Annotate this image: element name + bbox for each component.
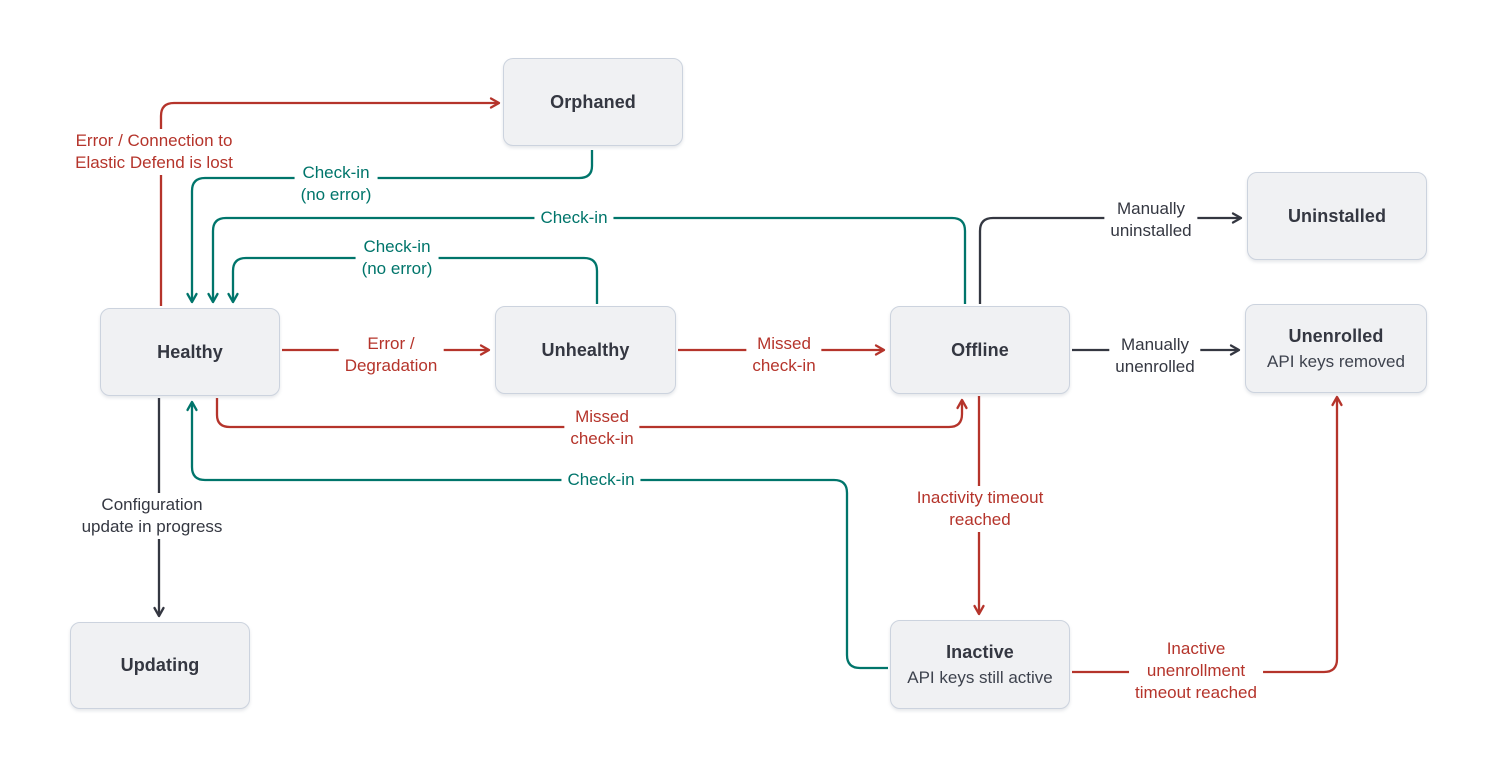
node-inactive: Inactive API keys still active <box>890 620 1070 709</box>
node-healthy-label: Healthy <box>157 341 223 362</box>
edge-label-healthy-to-updating: Configuration update in progress <box>75 493 229 539</box>
edge-label-unhealthy-to-healthy: Check-in (no error) <box>355 235 439 281</box>
edge-offline-to-uninstalled <box>978 212 1243 304</box>
edge-label-offline-to-inactive: Inactivity timeout reached <box>910 486 1050 532</box>
edge-label-inactive-to-healthy: Check-in <box>561 468 641 492</box>
node-offline-label: Offline <box>951 339 1009 360</box>
edge-label-orphaned-to-healthy: Check-in (no error) <box>294 161 378 207</box>
edge-label-healthy-to-orphaned: Error / Connection to Elastic Defend is … <box>69 129 239 175</box>
edge-label-healthy-to-unhealthy: Error / Degradation <box>338 332 444 378</box>
edge-label-offline-to-unenrolled: Manually unenrolled <box>1109 333 1201 379</box>
edge-label-inactive-to-unenrolled: Inactive unenrollment timeout reached <box>1129 637 1263 705</box>
edge-inactive-to-unenrolled <box>1072 395 1343 674</box>
edge-label-offline-to-uninstalled: Manually uninstalled <box>1104 197 1198 243</box>
edge-offline-to-healthy <box>207 216 967 304</box>
node-unenrolled-sublabel: API keys removed <box>1267 351 1405 371</box>
edge-label-offline-to-healthy: Check-in <box>534 206 614 230</box>
node-orphaned: Orphaned <box>503 58 683 146</box>
node-uninstalled: Uninstalled <box>1247 172 1427 260</box>
node-updating: Updating <box>70 622 250 709</box>
edge-healthy-to-orphaned <box>159 97 501 306</box>
node-inactive-label: Inactive <box>946 641 1014 662</box>
node-inactive-sublabel: API keys still active <box>907 667 1053 687</box>
edge-orphaned-to-healthy <box>186 150 594 304</box>
edge-label-unhealthy-to-offline: Missed check-in <box>746 332 822 378</box>
node-orphaned-label: Orphaned <box>550 91 636 112</box>
edge-inactive-to-healthy <box>186 400 888 670</box>
node-healthy: Healthy <box>100 308 280 396</box>
node-unhealthy: Unhealthy <box>495 306 676 394</box>
edge-label-healthy-to-offline: Missed check-in <box>564 405 640 451</box>
node-unenrolled: Unenrolled API keys removed <box>1245 304 1427 393</box>
node-unhealthy-label: Unhealthy <box>541 339 630 360</box>
node-uninstalled-label: Uninstalled <box>1287 205 1387 226</box>
node-updating-label: Updating <box>120 655 200 675</box>
node-unenrolled-label: Unenrolled <box>1288 325 1384 346</box>
node-offline: Offline <box>890 306 1070 394</box>
